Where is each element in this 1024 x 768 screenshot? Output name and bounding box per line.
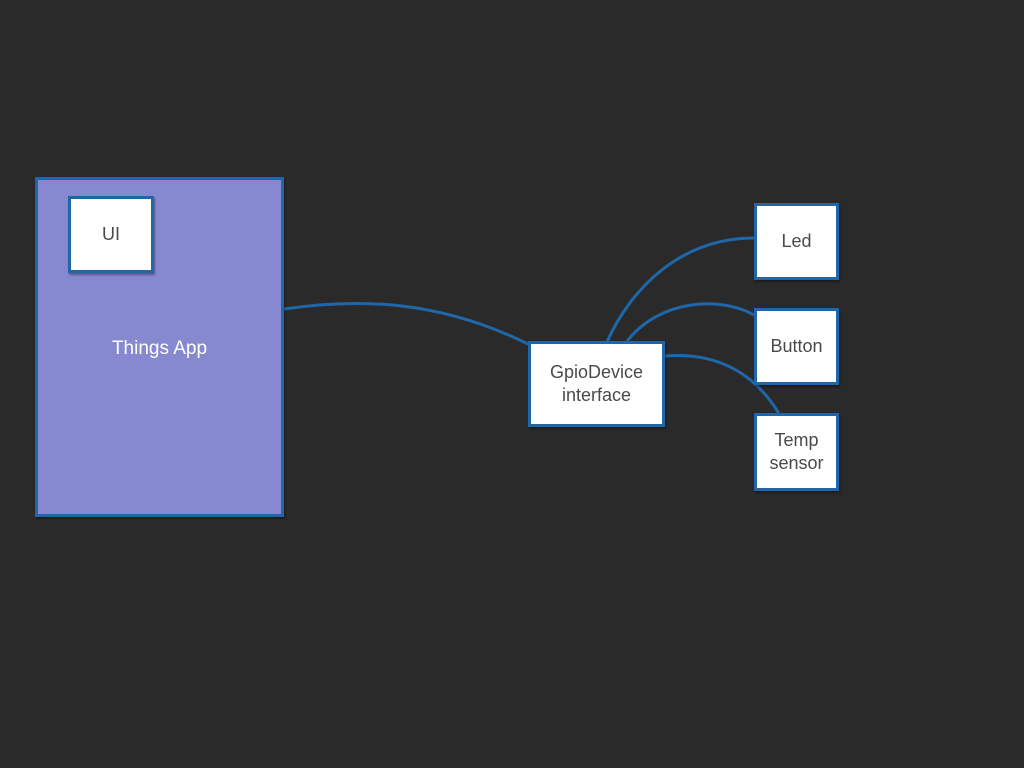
led-label: Led [781, 231, 812, 251]
ui-node: UI [68, 196, 154, 273]
things-app-label: Things App [111, 338, 208, 359]
gpio-device-interface-node: GpioDevice interface [528, 341, 665, 427]
temp-sensor-label: Temp sensor [769, 430, 824, 473]
button-label: Button [770, 336, 823, 356]
led-node: Led [754, 203, 839, 280]
connector-gpio-to-temp [663, 354, 780, 414]
temp-sensor-node: Temp sensor [754, 413, 839, 491]
gpio-device-interface-label: GpioDevice interface [549, 362, 644, 405]
connector-app-to-gpio [282, 301, 532, 347]
ui-label: UI [102, 224, 120, 244]
connector-gpio-to-button [626, 302, 758, 342]
connector-gpio-to-led [605, 236, 758, 344]
button-node: Button [754, 308, 839, 385]
